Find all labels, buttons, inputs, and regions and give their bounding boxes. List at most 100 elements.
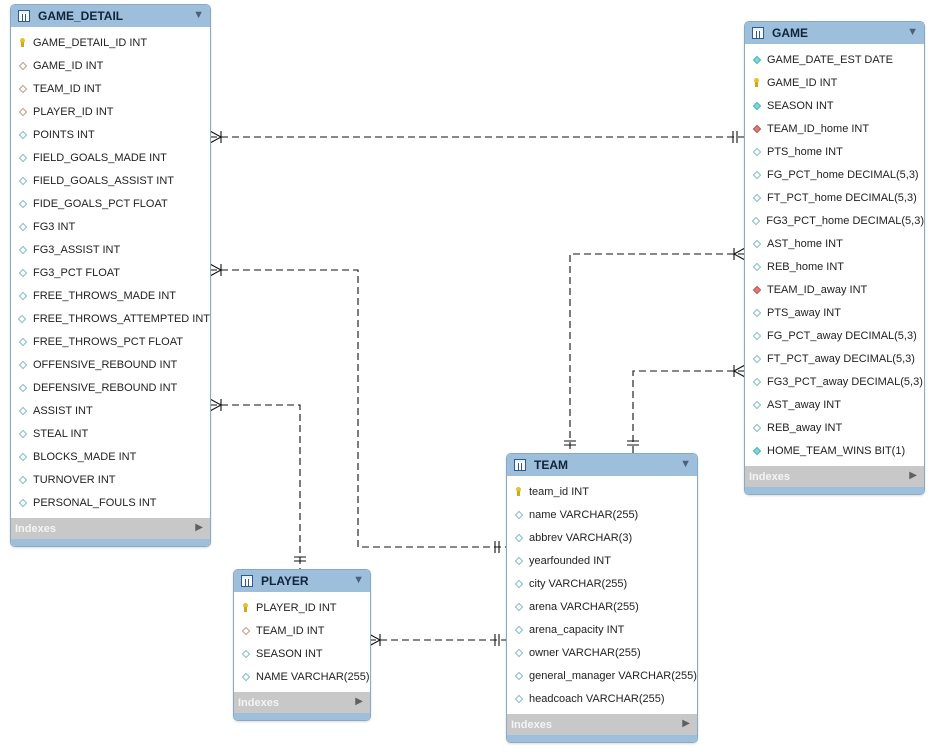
column-row[interactable]: PERSONAL_FOULS INT	[11, 491, 210, 514]
column-label: team_id INT	[529, 485, 589, 498]
column-row[interactable]: PTS_away INT	[745, 301, 924, 324]
column-row[interactable]: general_manager VARCHAR(255)	[507, 664, 697, 687]
column-row[interactable]: FG3_PCT_home DECIMAL(5,3)	[745, 209, 924, 232]
column-row[interactable]: FG3_PCT_away DECIMAL(5,3)	[745, 370, 924, 393]
column-row[interactable]: PTS_home INT	[745, 140, 924, 163]
collapse-caret-icon[interactable]: ▼	[680, 458, 691, 470]
diamond-glyph	[752, 55, 761, 64]
column-row[interactable]: GAME_DETAIL_ID INT	[11, 31, 210, 54]
column-row[interactable]: GAME_ID INT	[11, 54, 210, 77]
table-header[interactable]: TEAM▼	[507, 454, 697, 476]
table-name: GAME_DETAIL	[38, 9, 124, 23]
column-row[interactable]: headcoach VARCHAR(255)	[507, 687, 697, 710]
foreign-key-icon	[240, 626, 251, 635]
column-row[interactable]: yearfounded INT	[507, 549, 697, 572]
primary-key-icon	[17, 38, 28, 47]
column-row[interactable]: TEAM_ID_home INT	[745, 117, 924, 140]
indexes-section[interactable]: Indexes▶	[11, 518, 210, 539]
indexes-section[interactable]: Indexes▶	[507, 714, 697, 735]
expand-arrow-icon[interactable]: ▶	[909, 470, 917, 481]
column-row[interactable]: PLAYER_ID INT	[234, 596, 370, 619]
column-row[interactable]: PLAYER_ID INT	[11, 100, 210, 123]
column-row[interactable]: team_id INT	[507, 480, 697, 503]
table-name: PLAYER	[261, 574, 309, 588]
column-row[interactable]: city VARCHAR(255)	[507, 572, 697, 595]
column-icon	[17, 199, 28, 208]
column-label: TEAM_ID INT	[33, 82, 102, 95]
column-label: FG3_ASSIST INT	[33, 243, 121, 256]
column-row[interactable]: HOME_TEAM_WINS BIT(1)	[745, 439, 924, 462]
column-row[interactable]: REB_away INT	[745, 416, 924, 439]
column-row[interactable]: FREE_THROWS_PCT FLOAT	[11, 330, 210, 353]
expand-arrow-icon[interactable]: ▶	[355, 696, 363, 707]
column-row[interactable]: FREE_THROWS_ATTEMPTED INT	[11, 307, 210, 330]
column-row[interactable]: abbrev VARCHAR(3)	[507, 526, 697, 549]
column-icon	[751, 400, 762, 409]
column-row[interactable]: FG3 INT	[11, 215, 210, 238]
column-row[interactable]: NAME VARCHAR(255)	[234, 665, 370, 688]
column-row[interactable]: TURNOVER INT	[11, 468, 210, 491]
column-row[interactable]: SEASON INT	[745, 94, 924, 117]
column-row[interactable]: POINTS INT	[11, 123, 210, 146]
table-header[interactable]: GAME▼	[745, 22, 924, 44]
column-row[interactable]: STEAL INT	[11, 422, 210, 445]
rel-game-detail-player	[210, 404, 301, 569]
key-glyph	[20, 38, 25, 47]
column-row[interactable]: GAME_DATE_EST DATE	[745, 48, 924, 71]
column-row[interactable]: BLOCKS_MADE INT	[11, 445, 210, 468]
column-row[interactable]: FREE_THROWS_MADE INT	[11, 284, 210, 307]
column-row[interactable]: FIELD_GOALS_ASSIST INT	[11, 169, 210, 192]
column-row[interactable]: arena_capacity INT	[507, 618, 697, 641]
column-row[interactable]: GAME_ID INT	[745, 71, 924, 94]
rel-game-team-home	[569, 253, 745, 453]
column-row[interactable]: ASSIST INT	[11, 399, 210, 422]
diamond-glyph	[514, 533, 523, 542]
column-row[interactable]: FG3_PCT FLOAT	[11, 261, 210, 284]
expand-arrow-icon[interactable]: ▶	[195, 522, 203, 533]
rel-game-team-away	[632, 370, 745, 453]
column-row[interactable]: TEAM_ID_away INT	[745, 278, 924, 301]
foreign-key-icon	[17, 107, 28, 116]
column-row[interactable]: OFFENSIVE_REBOUND INT	[11, 353, 210, 376]
column-row[interactable]: FIELD_GOALS_MADE INT	[11, 146, 210, 169]
indexes-section[interactable]: Indexes▶	[745, 466, 924, 487]
foreign-key-not-null-icon	[751, 124, 762, 133]
column-row[interactable]: DEFENSIVE_REBOUND INT	[11, 376, 210, 399]
column-row[interactable]: SEASON INT	[234, 642, 370, 665]
column-row[interactable]: TEAM_ID INT	[234, 619, 370, 642]
collapse-caret-icon[interactable]: ▼	[907, 26, 918, 38]
table-header[interactable]: GAME_DETAIL ▼	[11, 5, 210, 27]
column-label: AST_away INT	[767, 398, 841, 411]
column-row[interactable]: FG3_ASSIST INT	[11, 238, 210, 261]
column-label: GAME_ID INT	[767, 76, 838, 89]
column-row[interactable]: name VARCHAR(255)	[507, 503, 697, 526]
column-icon	[751, 193, 762, 202]
column-row[interactable]: REB_home INT	[745, 255, 924, 278]
column-row[interactable]: FG_PCT_away DECIMAL(5,3)	[745, 324, 924, 347]
collapse-caret-icon[interactable]: ▼	[353, 574, 364, 586]
diamond-glyph	[514, 671, 523, 680]
table-game[interactable]: GAME▼ GAME_DATE_EST DATE GAME_ID INT SEASON…	[744, 21, 925, 495]
column-row[interactable]: AST_away INT	[745, 393, 924, 416]
column-row[interactable]: FT_PCT_away DECIMAL(5,3)	[745, 347, 924, 370]
column-row[interactable]: FIDE_GOALS_PCT FLOAT	[11, 192, 210, 215]
collapse-caret-icon[interactable]: ▼	[193, 9, 204, 21]
column-row[interactable]: FT_PCT_home DECIMAL(5,3)	[745, 186, 924, 209]
column-row[interactable]: AST_home INT	[745, 232, 924, 255]
column-icon	[513, 510, 524, 519]
table-header[interactable]: PLAYER ▼	[234, 570, 370, 592]
column-row[interactable]: arena VARCHAR(255)	[507, 595, 697, 618]
indexes-section[interactable]: Indexes▶	[234, 692, 370, 713]
one-one-end	[564, 440, 576, 446]
column-label: name VARCHAR(255)	[529, 508, 639, 521]
column-row[interactable]: TEAM_ID INT	[11, 77, 210, 100]
column-icon	[17, 245, 28, 254]
table-team[interactable]: TEAM▼ team_id INT name VARCHAR(255) abbrev …	[506, 453, 698, 743]
expand-arrow-icon[interactable]: ▶	[682, 718, 690, 729]
column-row[interactable]: owner VARCHAR(255)	[507, 641, 697, 664]
crowfoot-end	[209, 398, 223, 412]
column-row[interactable]: FG_PCT_home DECIMAL(5,3)	[745, 163, 924, 186]
